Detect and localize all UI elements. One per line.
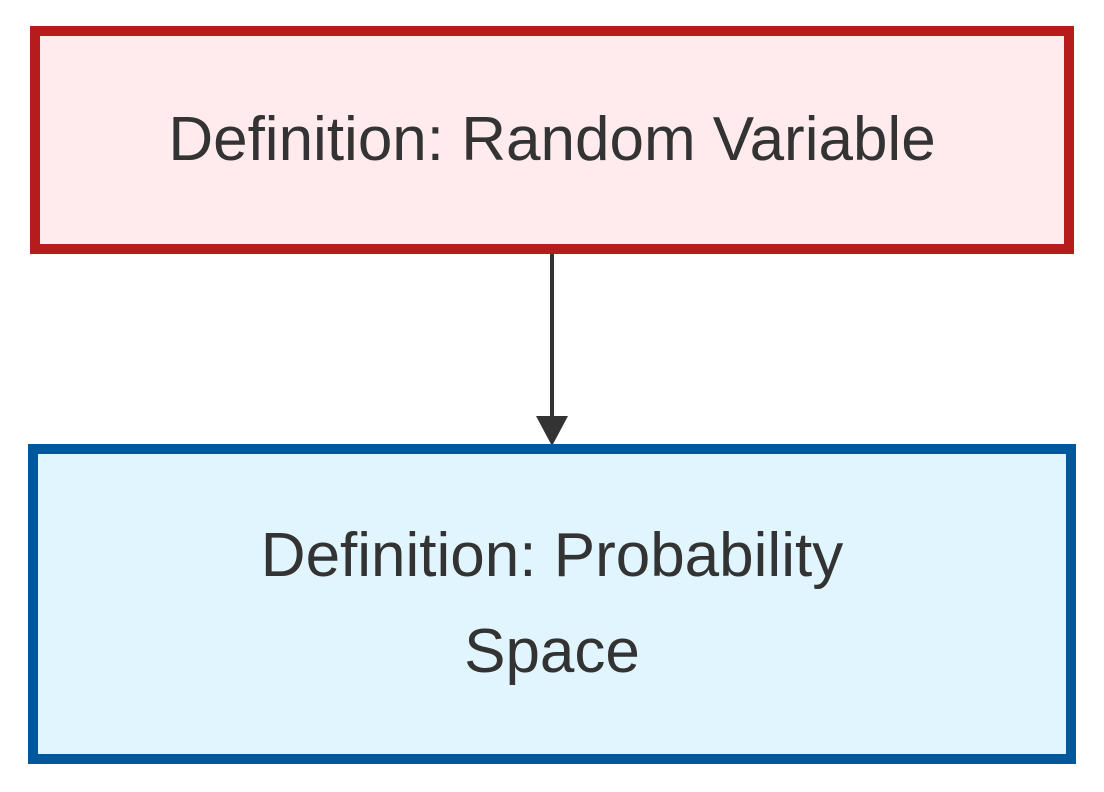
node-random-variable-label: Definition: Random Variable [168, 105, 936, 174]
arrowhead-icon [536, 416, 568, 446]
node-probability-space-label: Definition: Probability Space [260, 521, 844, 686]
node-random-variable: Definition: Random Variable [30, 26, 1074, 254]
node-probability-space: Definition: Probability Space [28, 444, 1076, 764]
